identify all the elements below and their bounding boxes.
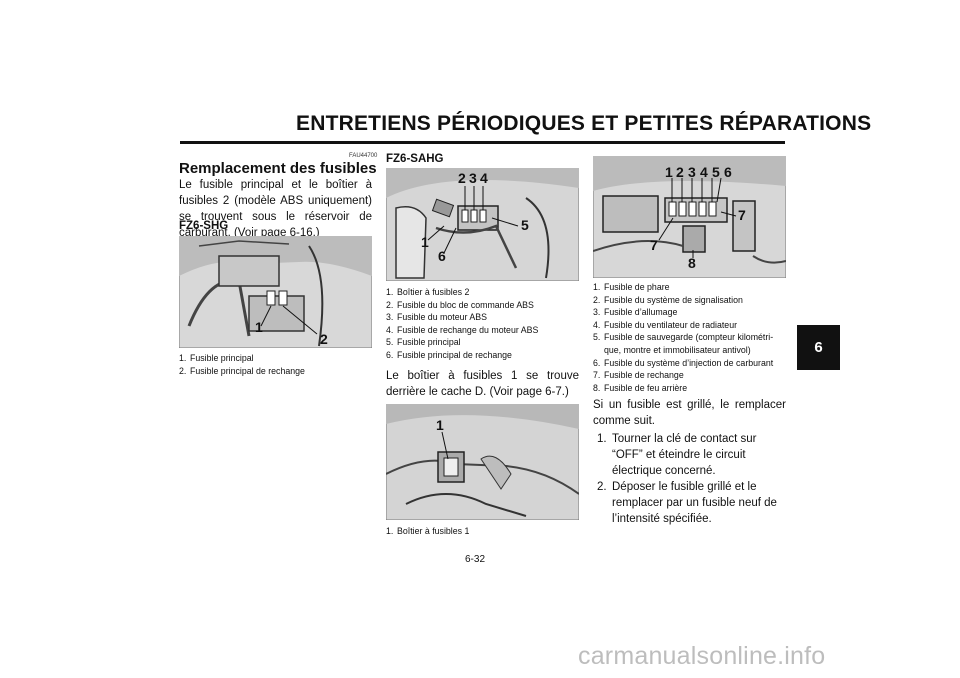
caption-number: [593, 344, 604, 357]
caption-item: 6.Fusible du système d’injection de carb…: [593, 357, 786, 370]
step-number: 2.: [597, 481, 607, 493]
caption-text: Fusible du système de signalisation: [604, 294, 743, 305]
caption-item: 6.Fusible principal de rechange: [386, 349, 579, 362]
caption-text: Boîtier à fusibles 2: [397, 287, 470, 297]
caption-number: 1.: [386, 287, 394, 297]
figure-callout-6: 6: [724, 164, 732, 180]
figure-callout-4: 4: [480, 170, 488, 186]
caption-text: Fusible du moteur ABS: [397, 312, 487, 323]
caption-item: 1.Fusible principal: [179, 352, 372, 365]
figure-callout-3: 3: [688, 164, 696, 180]
caption-item: 4.Fusible du ventilateur de radiateur: [593, 319, 786, 332]
caption-number: 4.: [593, 319, 601, 330]
caption-text: que, montre et immobilisateur antivol): [604, 344, 751, 355]
step-item: 1. Tourner la clé de contact sur “OFF” et…: [597, 431, 786, 479]
figure-callout-1: 1: [665, 164, 673, 180]
caption-number: 1.: [179, 353, 187, 363]
caption-number: 6.: [386, 349, 394, 360]
caption-number: 8.: [593, 382, 601, 393]
section-tab: 6: [797, 325, 840, 370]
figure-fuse-box-1: 1: [385, 403, 580, 521]
caption-text: Fusible d’allumage: [604, 307, 678, 318]
caption-number: 3.: [386, 312, 394, 323]
step-number: 1.: [597, 433, 607, 445]
caption-number: 5.: [593, 332, 601, 343]
caption-text: Fusible du système d’injection de carbur…: [604, 357, 774, 368]
caption-number: 5.: [386, 337, 394, 348]
figure-callout-5: 5: [521, 217, 529, 233]
caption-text: Fusible principal: [397, 337, 461, 348]
step-text: Tourner la clé de contact sur “OFF” et é…: [612, 433, 757, 477]
figure-callout-2: 2: [676, 164, 684, 180]
caption-item: 3.Fusible du moteur ABS: [386, 311, 579, 324]
figure-callout-1: 1: [421, 234, 429, 250]
caption-item: 4.Fusible de rechange du moteur ABS: [386, 324, 579, 337]
caption-item: 8.Fusible de feu arrière: [593, 382, 786, 395]
figure-main-fuse: 1 2: [178, 235, 373, 349]
replacement-steps: 1. Tourner la clé de contact sur “OFF” et…: [597, 431, 786, 527]
figure-fuse-box-2: 2 3 4 1 5 6: [385, 167, 580, 282]
figure-callout-3: 3: [469, 170, 477, 186]
fuse-box-1-paragraph: Le boîtier à fusibles 1 se trouve derriè…: [386, 370, 579, 398]
figure-callout-7: 7: [650, 237, 658, 253]
figure-callout-2: 2: [320, 331, 328, 347]
caption-text: Fusible du ventilateur de radiateur: [604, 319, 738, 330]
caption-item: que, montre et immobilisateur antivol): [593, 344, 786, 357]
caption-number: 2.: [386, 299, 394, 310]
figure-callout-7: 7: [738, 207, 746, 223]
reference-code: FAU44700: [349, 153, 378, 159]
caption-text: Fusible du bloc de commande ABS: [397, 299, 534, 310]
caption-number: 6.: [593, 357, 601, 368]
figure-caption-list: 1.Fusible principal 2.Fusible principal …: [179, 352, 372, 377]
figure-caption-list: 1.Boîtier à fusibles 1: [386, 525, 579, 538]
figure-callout-8: 8: [688, 255, 696, 271]
page-number: 6-32: [465, 554, 486, 565]
model-label-fz6-sahg: FZ6-SAHG: [386, 153, 444, 165]
blown-fuse-paragraph: Si un fusible est grillé, le remplacer c…: [593, 399, 786, 427]
caption-item: 5.Fusible de sauvegarde (compteur kilomé…: [593, 331, 786, 344]
caption-item: 2.Fusible du bloc de commande ABS: [386, 299, 579, 312]
step-item: 2. Déposer le fusible grillé et le rempla…: [597, 479, 786, 527]
caption-item: 7.Fusible de rechange: [593, 369, 786, 382]
caption-item: 1.Boîtier à fusibles 2: [386, 286, 579, 299]
caption-item: 2.Fusible du système de signalisation: [593, 294, 786, 307]
caption-number: 2.: [593, 294, 601, 305]
caption-number: 2.: [179, 365, 187, 376]
figure-callout-6: 6: [438, 248, 446, 264]
caption-item: 3.Fusible d’allumage: [593, 306, 786, 319]
caption-text: Fusible principal: [190, 353, 254, 363]
model-label-fz6-shg: FZ6-SHG: [179, 220, 229, 232]
header-rule: [180, 141, 785, 144]
section-heading: Remplacement des fusibles: [179, 160, 377, 177]
caption-item: 1.Fusible de phare: [593, 281, 786, 294]
caption-number: 1.: [593, 282, 601, 292]
caption-text: Fusible principal de rechange: [397, 349, 512, 360]
caption-text: Fusible de rechange: [604, 370, 684, 381]
step-text: Déposer le fusible grillé et le remplace…: [612, 481, 777, 525]
caption-text: Boîtier à fusibles 1: [397, 526, 470, 536]
watermark: carmanualsonline.info: [578, 642, 826, 670]
caption-number: 3.: [593, 307, 601, 318]
caption-text: Fusible de rechange du moteur ABS: [397, 324, 539, 335]
figure-callout-1: 1: [255, 319, 263, 335]
page-title: ENTRETIENS PÉRIODIQUES ET PETITES RÉPARA…: [296, 112, 872, 135]
caption-item: 5.Fusible principal: [386, 336, 579, 349]
caption-item: 2.Fusible principal de rechange: [179, 365, 372, 378]
figure-caption-list: 1.Boîtier à fusibles 2 2.Fusible du bloc…: [386, 286, 579, 362]
caption-item: 1.Boîtier à fusibles 1: [386, 525, 579, 538]
caption-text: Fusible principal de rechange: [190, 365, 305, 376]
caption-number: 1.: [386, 526, 394, 536]
caption-text: Fusible de sauvegarde (compteur kilométr…: [604, 332, 774, 343]
caption-number: 4.: [386, 324, 394, 335]
figure-callout-2: 2: [458, 170, 466, 186]
figure-callout-4: 4: [700, 164, 708, 180]
figure-caption-list: 1.Fusible de phare 2.Fusible du système …: [593, 281, 786, 394]
caption-number: 7.: [593, 370, 601, 381]
figure-callout-5: 5: [712, 164, 720, 180]
figure-callout-1: 1: [436, 417, 444, 433]
caption-text: Fusible de feu arrière: [604, 382, 688, 393]
caption-text: Fusible de phare: [604, 282, 670, 292]
figure-fuse-box-layout: 1 2 3 4 5 6 7 7 8: [592, 155, 787, 279]
